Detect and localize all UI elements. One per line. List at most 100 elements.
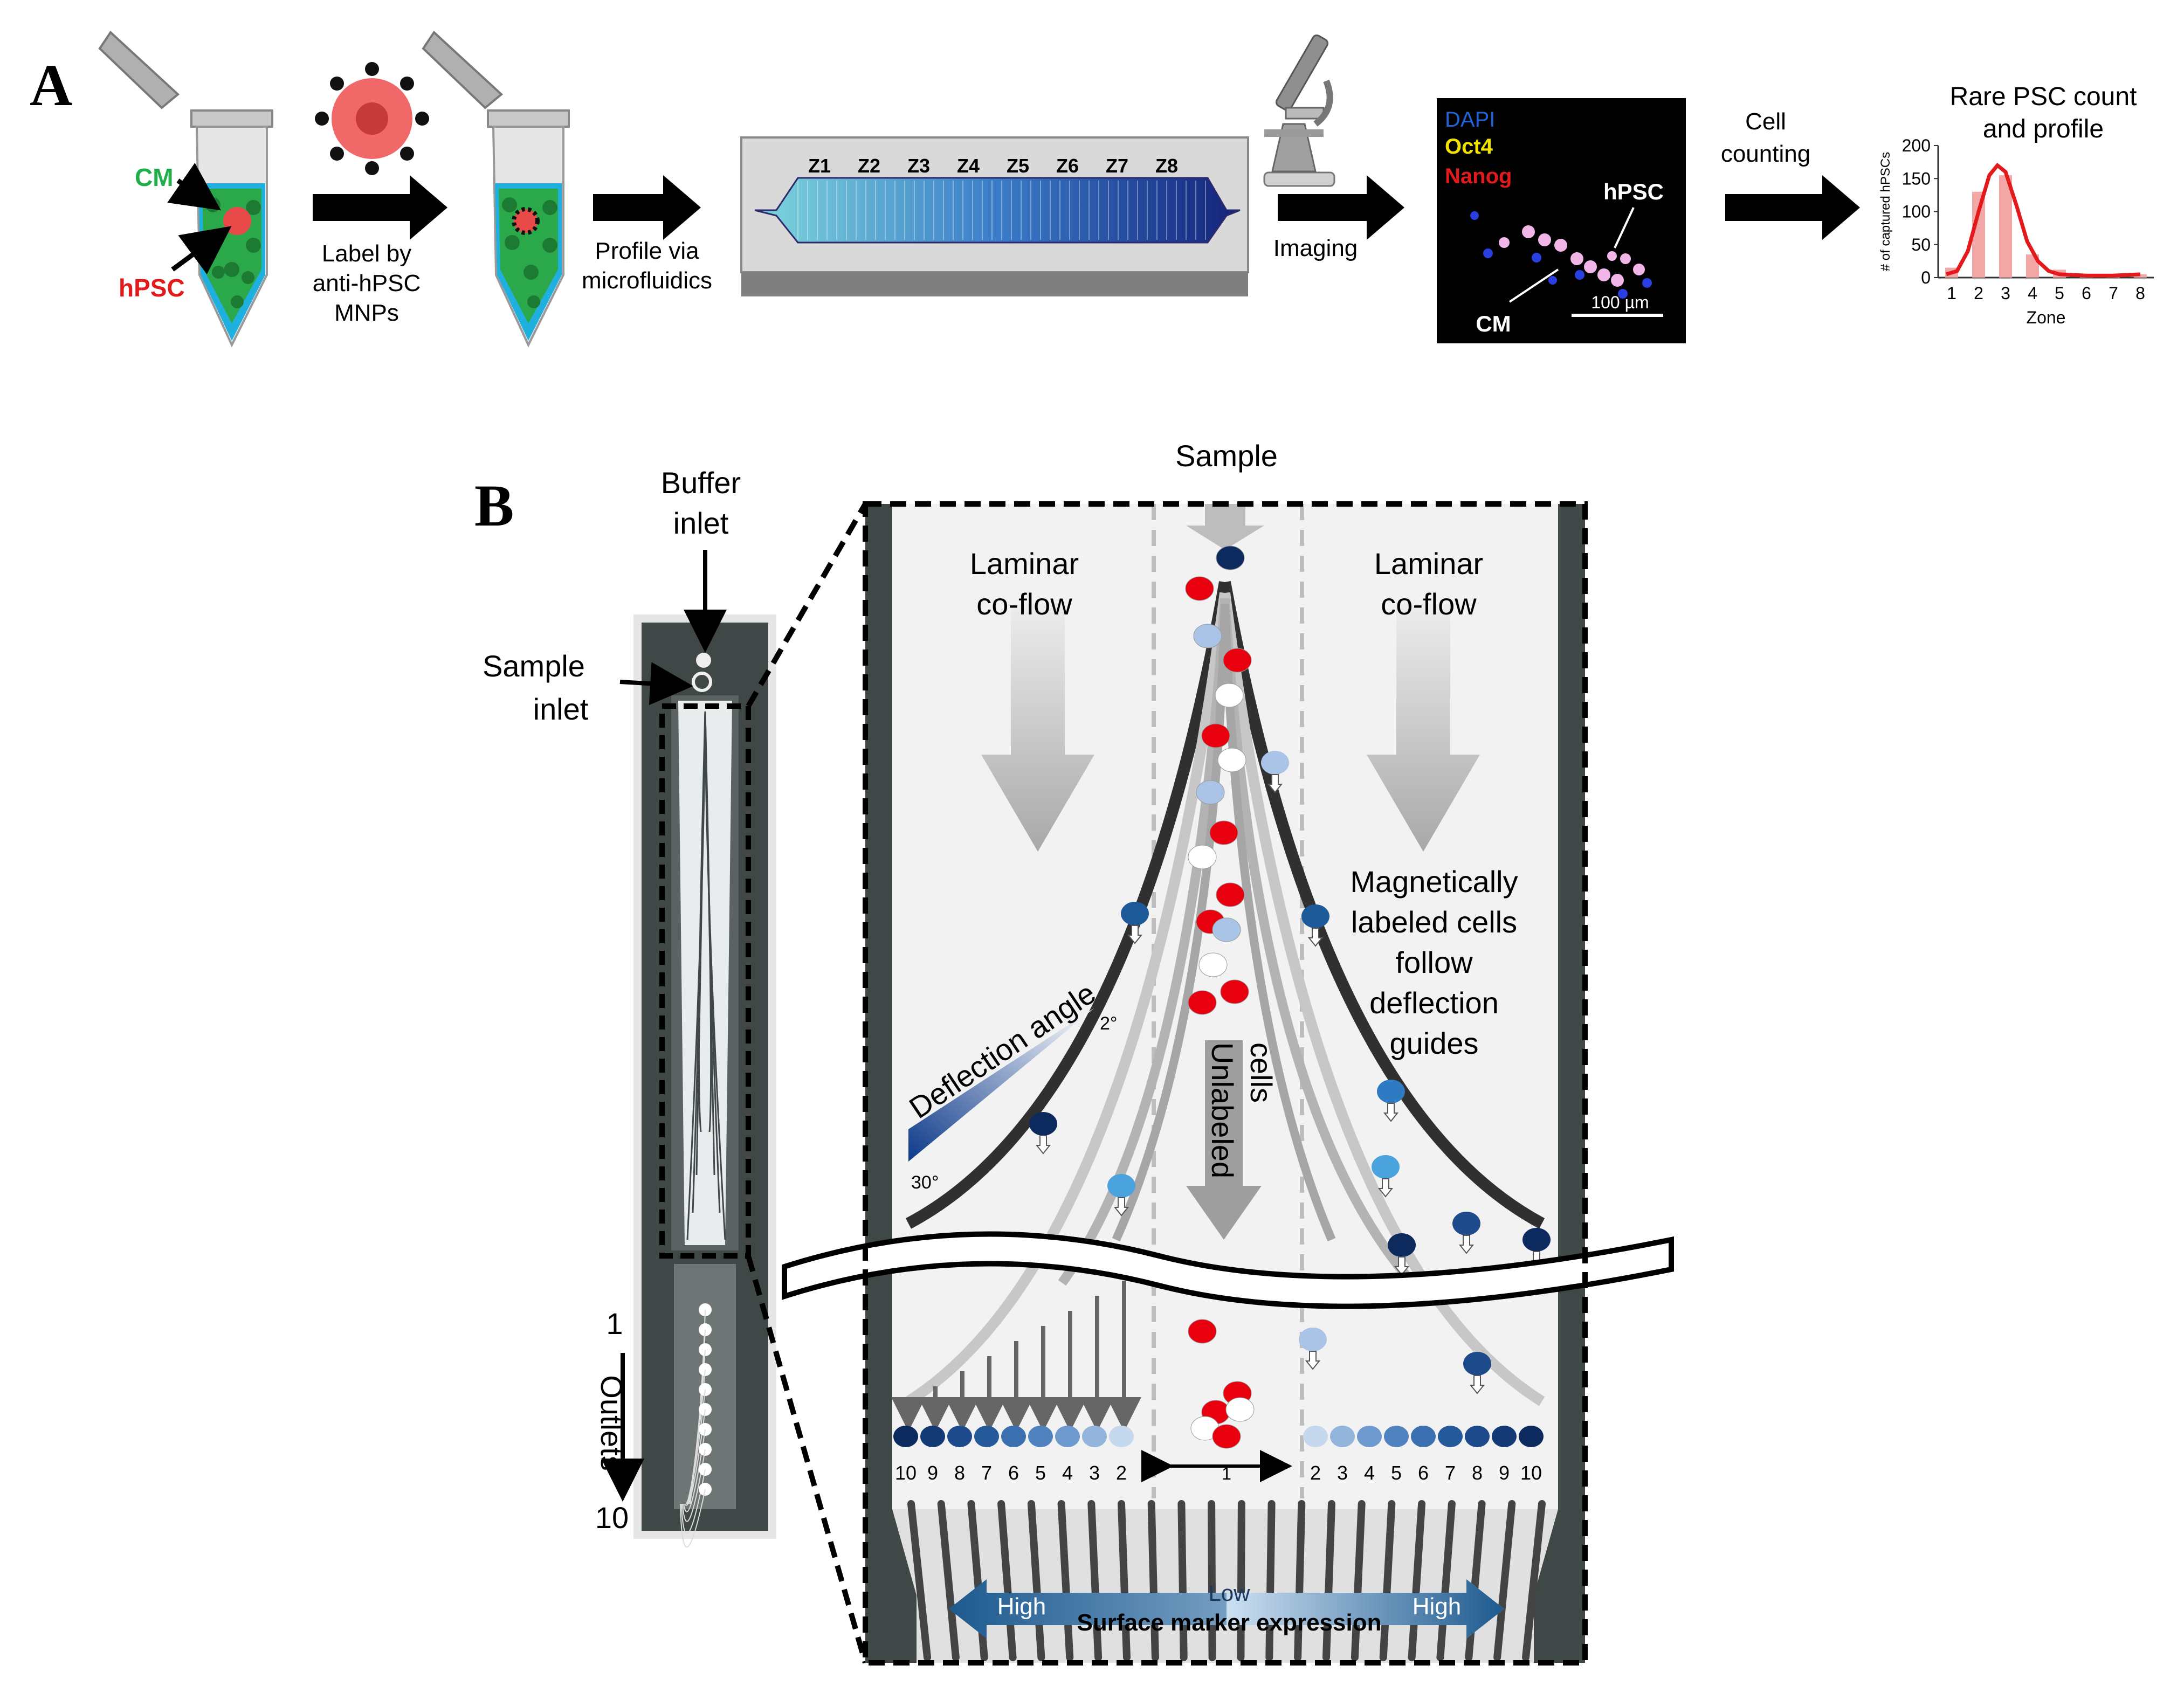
chart-xtick-label: 1 (1947, 284, 1956, 303)
fan-channel (1493, 1500, 1516, 1661)
micrograph: DAPI Oct4 Nanog hPSC CM 100 µm (1437, 98, 1686, 343)
deflected-cell (1372, 1155, 1400, 1179)
chart-ytick-label: 100 (1902, 202, 1931, 222)
outlet-number: 10 (1520, 1462, 1542, 1484)
laminar-left-line2: co-flow (976, 587, 1072, 621)
arrow-label-mnps (313, 175, 447, 240)
deflected-cell (1377, 1080, 1405, 1103)
micrograph-scale: 100 µm (1591, 293, 1649, 312)
labeled-cell-icon (315, 62, 429, 175)
deflected-cell (1301, 904, 1329, 928)
outlet-last: 10 (595, 1501, 629, 1535)
chip-zone-label: Z3 (907, 155, 930, 177)
chip-zone-label: Z5 (1007, 155, 1029, 177)
cell (1212, 917, 1241, 942)
chart-xtick-label: 2 (1974, 284, 1983, 303)
outlet-number: 2 (1116, 1462, 1127, 1484)
deflection-min: 2° (1100, 1013, 1118, 1034)
micrograph-nanog: Nanog (1445, 164, 1512, 188)
arrow-profile (593, 175, 701, 240)
fan-channel (997, 1500, 1017, 1661)
fan-channel (1322, 1500, 1335, 1661)
chart-xtick-label: 7 (2109, 284, 2118, 303)
cell (1220, 979, 1249, 1004)
laminar-right-line1: Laminar (1374, 547, 1483, 581)
cell (1216, 882, 1245, 907)
fan-channel (1208, 1500, 1216, 1661)
chip-zone-label: Z8 (1155, 155, 1178, 177)
arrow1-line1: Label by (322, 240, 411, 267)
fan-channel (1522, 1500, 1546, 1661)
chart-xtick-label: 6 (2082, 284, 2091, 303)
outlet-number: 7 (981, 1462, 992, 1484)
arrow4-line1: Cell (1745, 108, 1786, 135)
outlet-circle (1384, 1426, 1409, 1447)
force-arrow (1267, 774, 1283, 793)
outlet-circle (1492, 1426, 1517, 1447)
outlet-number: 4 (1062, 1462, 1073, 1484)
arrow3-label: Imaging (1273, 235, 1358, 261)
buffer-inlet-line2: inlet (673, 506, 729, 540)
outlet-number: 10 (895, 1462, 917, 1484)
chart-ytick-label: 200 (1902, 136, 1931, 155)
force-arrow (1113, 1197, 1129, 1217)
arrow2-line2: microfluidics (582, 267, 712, 294)
cell (1215, 683, 1244, 708)
panel-b-label: B (474, 473, 514, 538)
outlet-number: 7 (1445, 1462, 1456, 1484)
force-arrow (1383, 1103, 1399, 1122)
panel-a-label: A (30, 52, 72, 118)
arrow-cell-counting (1725, 175, 1860, 240)
center-outlet-number: 1 (1222, 1464, 1231, 1483)
chip-zone-label: Z7 (1106, 155, 1128, 177)
fan-channel (1147, 1500, 1159, 1661)
micrograph-hpsc: hPSC (1603, 179, 1664, 204)
cell (1196, 780, 1225, 805)
outlet-number: 5 (1035, 1462, 1046, 1484)
chart-xtick-label: 5 (2055, 284, 2064, 303)
cm-label: CM (135, 163, 174, 191)
micrograph-cm: CM (1476, 311, 1511, 336)
chart-xtick-label: 8 (2135, 284, 2145, 303)
deflected-cell (1463, 1352, 1491, 1376)
deflected-cell (1121, 902, 1149, 925)
deflected-cell (1452, 1212, 1480, 1235)
cell (1198, 952, 1228, 977)
chart-title-line1: Rare PSC count (1950, 82, 2137, 111)
chip-zone-label: Z1 (808, 155, 831, 177)
chip-zone-label: Z4 (957, 155, 980, 177)
outlet-number: 3 (1089, 1462, 1100, 1484)
cell (1216, 545, 1245, 570)
hpsc-label: hPSC (119, 274, 185, 302)
chart-xtick-label: 4 (2028, 284, 2037, 303)
microfluidic-chip (740, 136, 1249, 296)
fan-channel (1027, 1500, 1045, 1661)
magnetic-line1: Magnetically (1350, 865, 1518, 899)
cell (1188, 1319, 1217, 1344)
deflected-cell (1299, 1328, 1327, 1351)
deflected-cell (1107, 1174, 1135, 1198)
outlets-label: Outlets (595, 1375, 629, 1470)
cell (1193, 624, 1222, 648)
fan-channel (1177, 1500, 1188, 1661)
outlet-circle (947, 1426, 972, 1447)
cell (1188, 845, 1217, 869)
outlet-number: 9 (927, 1462, 938, 1484)
chart-ylabel: # of captured hPSCs (1878, 152, 1893, 271)
fan-channel (1351, 1500, 1366, 1661)
cell (1212, 1424, 1241, 1449)
unlabeled-line2: cells (1244, 1042, 1278, 1103)
sample-inlet-line2: inlet (533, 692, 589, 726)
fan-channel (1237, 1500, 1245, 1661)
outlet-number: 4 (1364, 1462, 1375, 1484)
fan-channel (1057, 1500, 1074, 1661)
deflected-cell (1029, 1112, 1057, 1136)
outlet-number: 3 (1337, 1462, 1348, 1484)
outlet-number: 8 (954, 1462, 965, 1484)
bar-high-right: High (1413, 1593, 1462, 1620)
outlet-circle (1303, 1426, 1328, 1447)
outlet-circle (1411, 1426, 1436, 1447)
outlet-circle (1465, 1426, 1490, 1447)
